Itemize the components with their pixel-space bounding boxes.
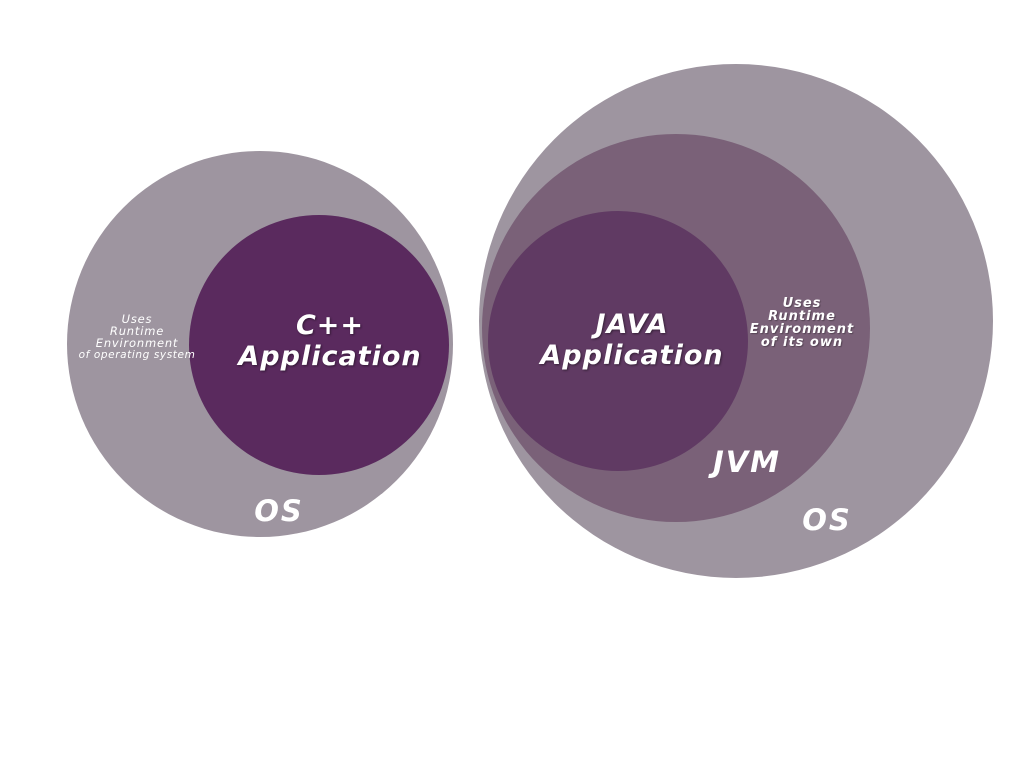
cpp-runtime-line-3: Environment [95,336,179,350]
java-runtime-line-4: of its own [760,335,844,350]
java-application-label: JAVA Application [524,311,740,369]
cpp-runtime-line-4: of operating system [78,349,196,361]
cpp-runtime-line-1: Uses [121,312,153,326]
cpp-os-label: OS [254,494,304,528]
java-application-line-2: Application [540,340,724,371]
cpp-runtime-note: Uses Runtime Environment of operating sy… [64,313,210,361]
java-runtime-line-3: Environment [749,322,855,337]
cpp-runtime-line-2: Runtime [109,324,165,338]
cpp-application-label: C++ Application [222,312,438,370]
java-application-line-1: JAVA [595,309,669,340]
java-os-label: OS [802,503,852,537]
java-application-circle [488,211,748,471]
cpp-application-line-2: Application [238,341,422,372]
java-runtime-line-2: Runtime [768,309,836,324]
cpp-application-line-1: C++ [295,310,365,341]
java-runtime-line-1: Uses [782,296,822,311]
jvm-label: JVM [712,445,782,479]
java-runtime-note: Uses Runtime Environment of its own [742,297,862,349]
cpp-application-circle [189,215,449,475]
